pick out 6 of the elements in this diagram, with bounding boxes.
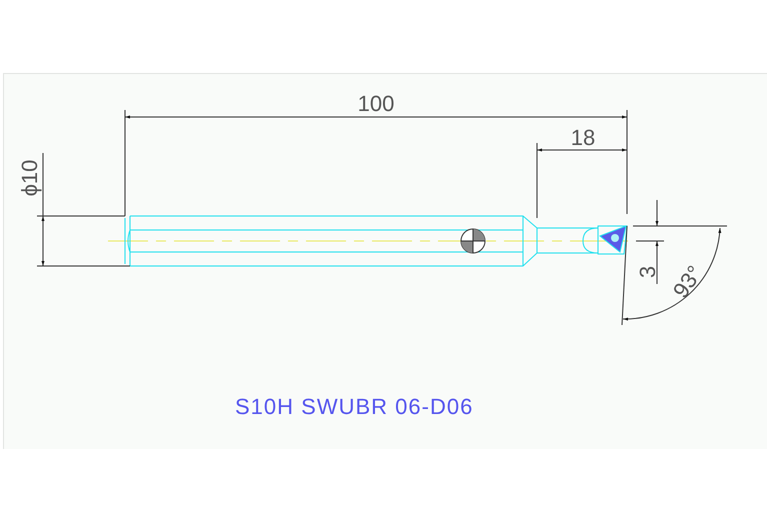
caption: S10H SWUBR 06-D06 xyxy=(235,396,474,418)
dimension-label: 93° xyxy=(669,262,707,302)
dimension-label: 18 xyxy=(570,127,596,149)
dimension-label: ϕ10 xyxy=(19,160,41,196)
dimension-label: 100 xyxy=(358,93,394,115)
dimension-label: 3 xyxy=(637,266,659,278)
